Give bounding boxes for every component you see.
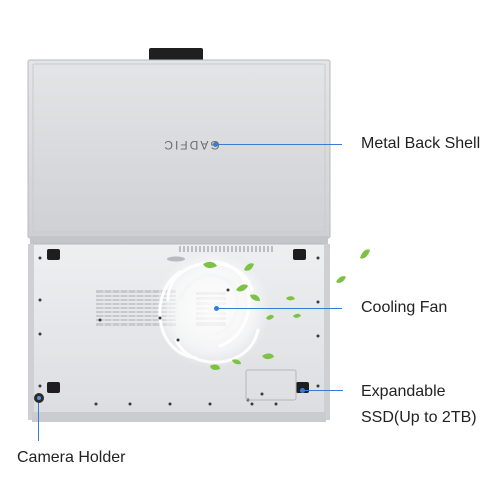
cooling-fan-leader-line <box>217 308 342 309</box>
metal-shell-marker <box>213 142 218 147</box>
cooling-fan <box>154 252 270 368</box>
metal-shell-leader-line <box>216 144 342 145</box>
hinge <box>30 236 328 244</box>
expandable-ssd-label-line1: Expandable <box>361 383 446 400</box>
top-vent-slots <box>179 246 273 252</box>
ssd-access-panel <box>245 369 297 401</box>
cooling-fan-marker <box>214 306 219 311</box>
camera-holder-leader-line <box>38 403 39 441</box>
ssd-leader-line <box>303 390 343 391</box>
camera-holder <box>34 393 44 403</box>
ssd-marker <box>300 388 305 393</box>
expandable-ssd-label-line2: SSD(Up to 2TB) <box>361 409 477 426</box>
cooling-fan-label: Cooling Fan <box>361 299 448 316</box>
camera-holder-label: Camera Holder <box>17 449 126 466</box>
webcam-bar <box>149 48 203 62</box>
metal-back-shell-label: Metal Back Shell <box>361 135 481 152</box>
speaker-badge <box>167 256 185 262</box>
airflow-leaves <box>203 249 370 370</box>
